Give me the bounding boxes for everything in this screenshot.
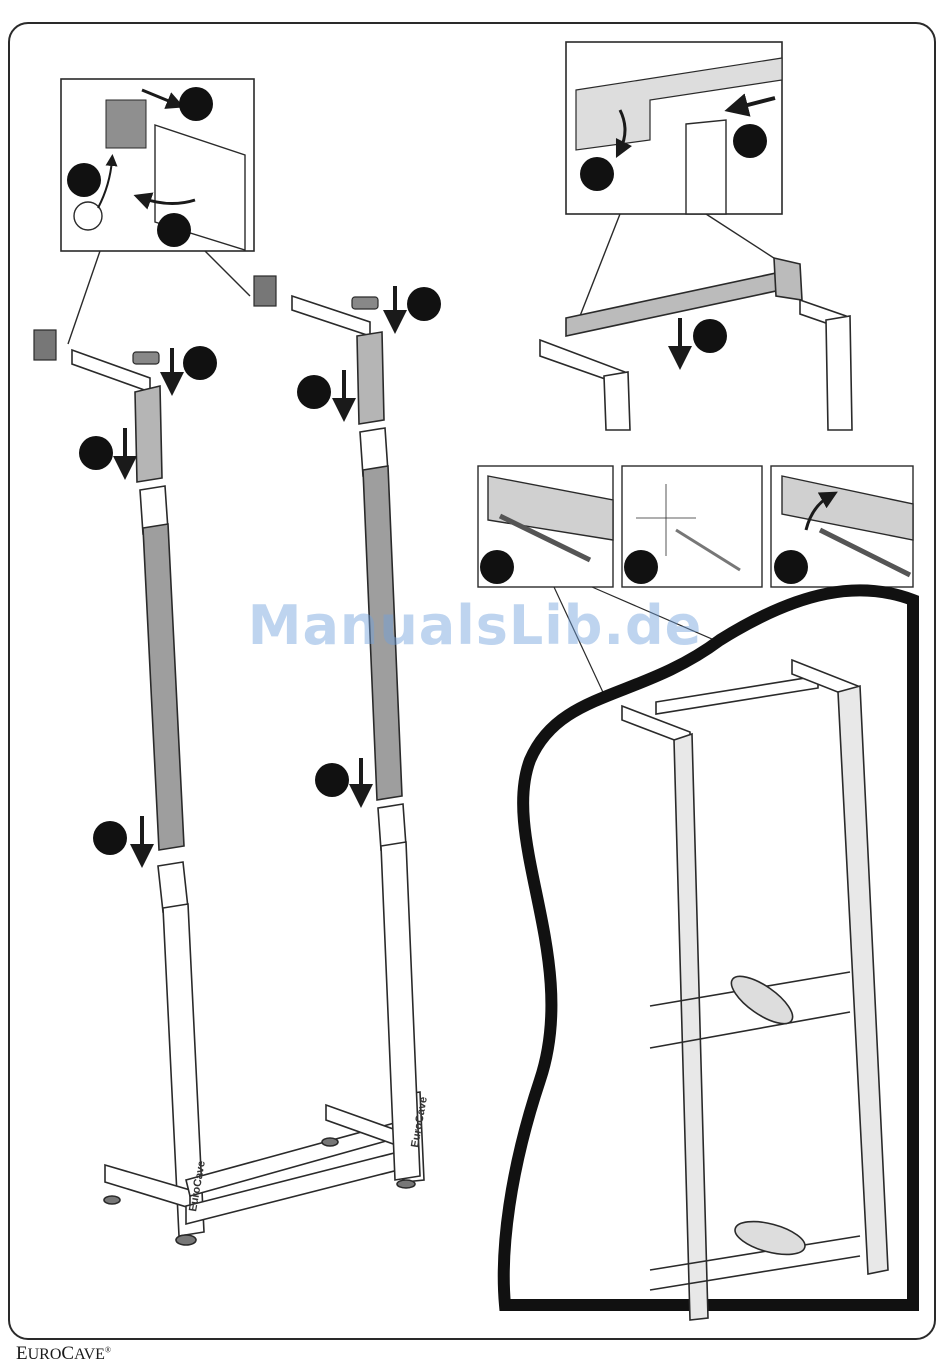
brand-initial-e: E [16,1343,28,1364]
brand-uro: URO [28,1346,62,1363]
watermark: ManualsLib.de [0,594,950,657]
detail-callout-top-left [61,79,254,344]
brand-initial-c: C [61,1343,74,1364]
brand-ave: AVE [74,1346,105,1363]
registered-mark: ® [105,1346,111,1355]
right-column-assembly [292,296,420,1180]
brand-logo: EUROCAVE® [16,1343,111,1365]
